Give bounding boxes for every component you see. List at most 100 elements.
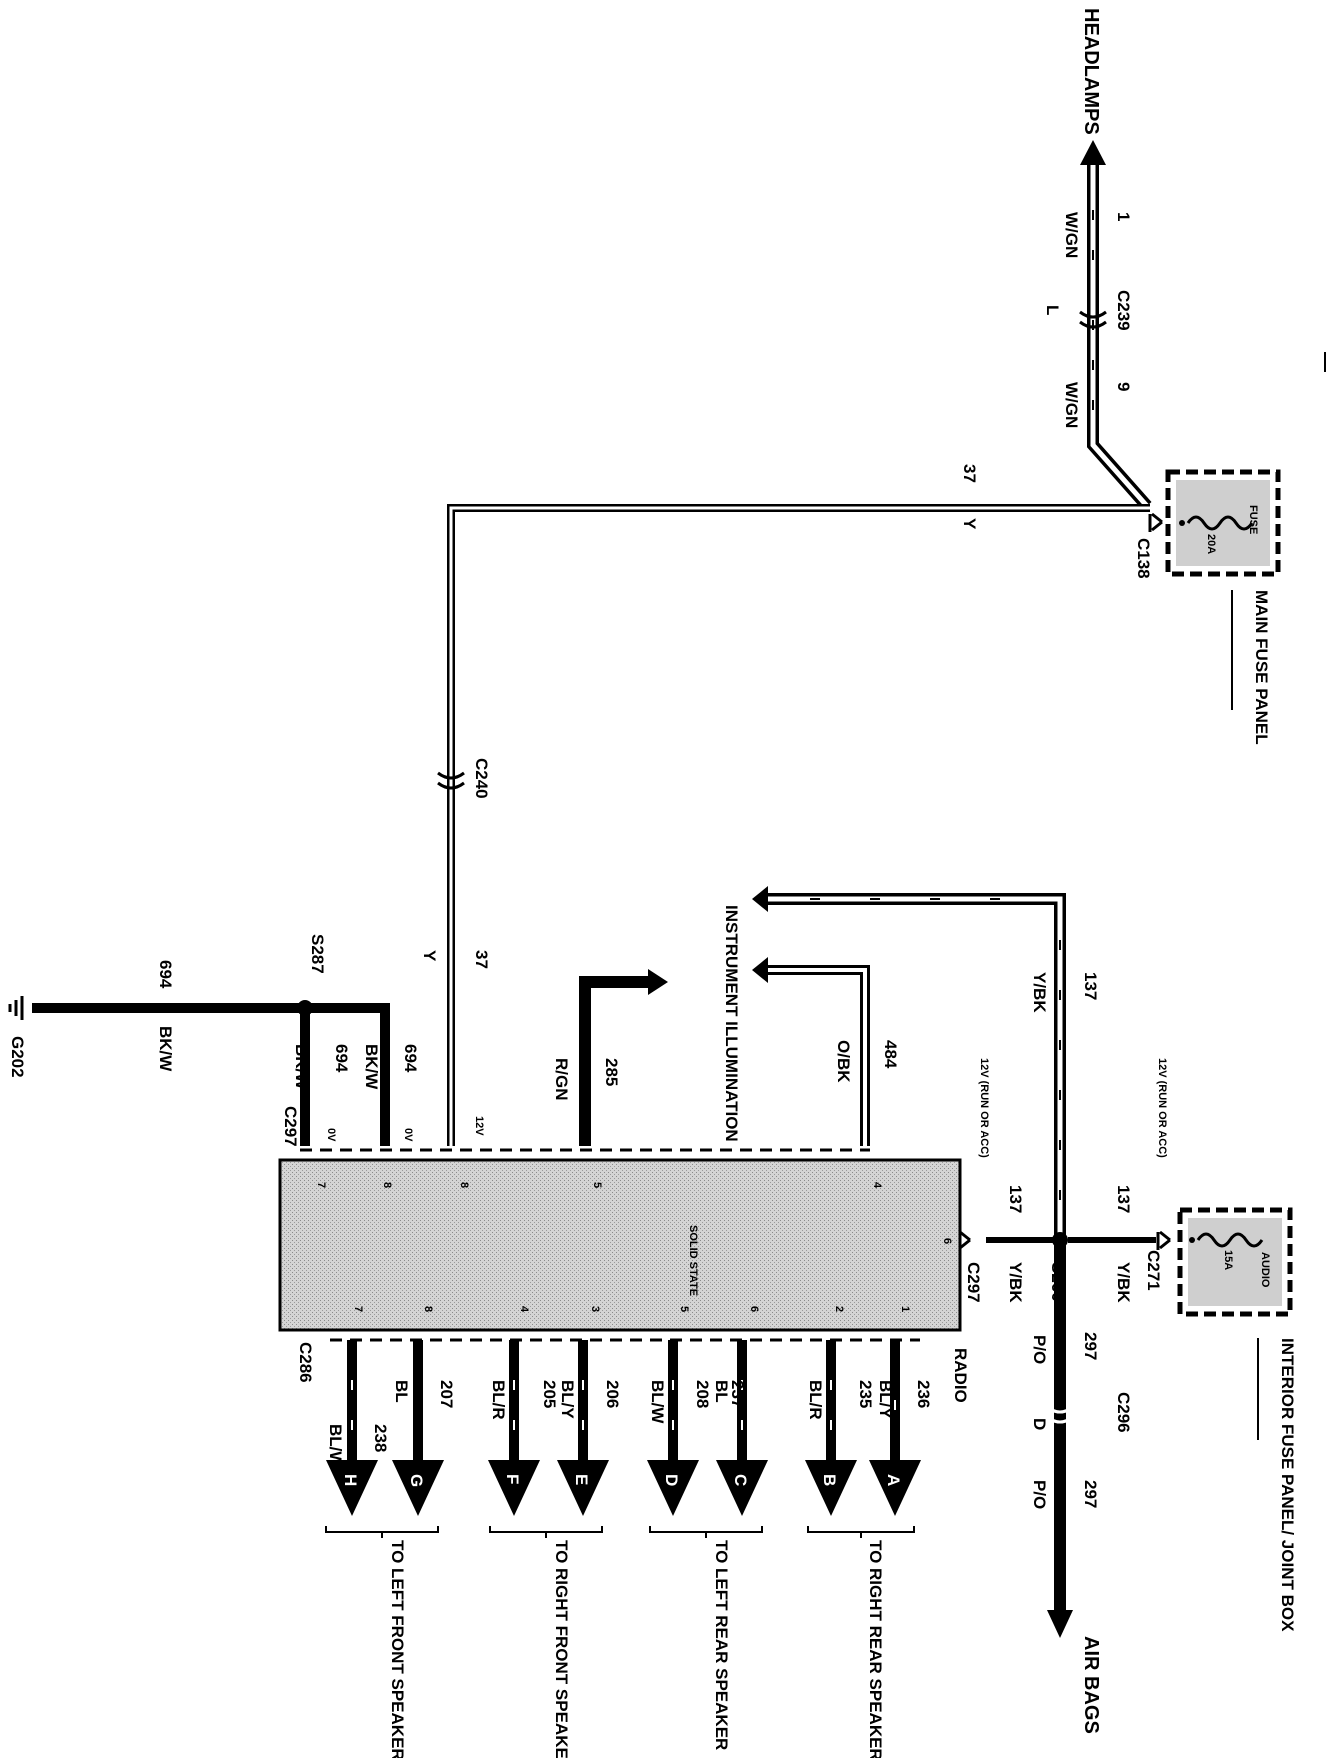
wire-37 (447, 504, 1150, 1146)
wire-blr-rr: BL/R (806, 1380, 825, 1420)
speaker-arrow-f (488, 1460, 540, 1516)
s287-splice (297, 1000, 313, 1016)
radio-pin-bottom-3: 6 (748, 1306, 760, 1312)
to-right-front-label: TO RIGHT FRONT SPEAKER (552, 1540, 571, 1758)
run-or-acc-left: 12V (RUN OR ACC) (978, 1058, 990, 1158)
c240-label: C240 (472, 758, 491, 799)
radio-pin-top-2: 5 (591, 1182, 603, 1188)
speaker-arrow-g (392, 1460, 444, 1516)
c297-label-right: C297 (964, 1262, 983, 1303)
wire-rgn-label: R/GN (552, 1058, 571, 1101)
c296-connector (1046, 1405, 1074, 1424)
headlamps-label: HEADLAMPS (1080, 8, 1102, 135)
radio-pin-top-5: 7 (315, 1182, 327, 1188)
arrow-letter-a: A (884, 1474, 903, 1486)
c239-connector (1079, 310, 1107, 329)
wire-obk-label: O/BK (834, 1040, 853, 1083)
c138-label: C138 (1134, 538, 1153, 579)
wire-206-label: 206 (603, 1380, 622, 1408)
wire-y-top: Y (960, 518, 979, 530)
headlamps-arrow (1080, 140, 1106, 165)
c271-label: C271 (1144, 1250, 1163, 1291)
run-or-acc-right: 12V (RUN OR ACC) (1156, 1058, 1168, 1158)
to-left-rear-label: TO LEFT REAR SPEAKER (712, 1540, 731, 1750)
wire-y-left: Y (420, 950, 439, 962)
air-bags-arrow (1047, 1610, 1073, 1638)
radio-right-connector (959, 1230, 971, 1250)
radio-pin-bottom-5: 3 (589, 1306, 601, 1312)
wire-137-left: 137 (1006, 1185, 1025, 1213)
wire-235-label: 235 (856, 1380, 875, 1408)
wire-bly-rf: BL/Y (558, 1380, 577, 1419)
wire-9-label: 9 (1114, 382, 1133, 391)
wire-bl-lr: BL (712, 1380, 731, 1403)
wire-297-lower: 297 (1081, 1480, 1100, 1508)
wire-bkw-a: BK/W (362, 1044, 381, 1090)
wire-137 (768, 893, 1066, 1240)
wire-bkw-main: BK/W (156, 1026, 175, 1072)
brace-left-rear (649, 1526, 763, 1538)
arrow-letter-c: C (731, 1474, 750, 1486)
wire-285-label: 285 (602, 1058, 621, 1086)
instrument-illumination-label: INSTRUMENT ILLUMINATION (722, 905, 741, 1142)
pin-12v: 12V (473, 1116, 485, 1136)
arrow-letter-f: F (503, 1474, 522, 1484)
wire-wgn-lower: W/GN (1062, 382, 1081, 428)
main-fuse-name: FUSE (1247, 505, 1259, 534)
wire-blw-lr: BL/W (648, 1380, 667, 1424)
s287-label: S287 (308, 934, 327, 974)
wire-236-label: 236 (914, 1380, 933, 1408)
c239-pin-l: L (1043, 305, 1062, 315)
wire-37-top: 37 (960, 464, 979, 483)
c297-pin-6: 6 (941, 1238, 953, 1244)
wire-694-ground (32, 1003, 390, 1146)
c240-connector (437, 771, 465, 790)
pin-0v-b: 0V (325, 1128, 337, 1142)
radio-label: RADIO (951, 1348, 970, 1403)
wire-694-b: 694 (332, 1044, 351, 1073)
wire-285 (579, 976, 648, 1146)
wire-207-label: 207 (437, 1380, 456, 1408)
radio-pin-bottom-7: 8 (422, 1306, 434, 1312)
c286-label: C286 (296, 1342, 315, 1383)
g202-label: G202 (8, 1036, 27, 1078)
wire-1-label: 1 (1114, 212, 1133, 221)
instrument-arrow-upper (752, 886, 768, 912)
wire-bl-lf: BL (392, 1380, 411, 1403)
radio-pin-bottom-8: 7 (352, 1306, 364, 1312)
brace-right-front (489, 1526, 603, 1538)
main-fuse-panel-label: MAIN FUSE PANEL (1252, 590, 1271, 745)
pin-0v-a: 0V (402, 1128, 414, 1142)
c296-pin-d: D (1030, 1418, 1049, 1430)
wire-ybk-upper: Y/BK (1030, 972, 1049, 1013)
wire-208-label: 208 (693, 1380, 712, 1408)
speaker-wires (347, 1340, 900, 1460)
wire-blw-lf: BL/W (326, 1424, 345, 1468)
wire-285-arrow (648, 969, 668, 995)
wire-bly-rr: BL/Y (876, 1380, 895, 1419)
radio-body (278, 1158, 962, 1332)
interior-fuse-panel: 15A AUDIO (1177, 1207, 1293, 1317)
c296-label: C296 (1114, 1392, 1133, 1433)
int-fuse-rating: 15A (1222, 1250, 1234, 1270)
wire-ybk-right: Y/BK (1114, 1262, 1133, 1303)
c239-label: C239 (1114, 290, 1133, 331)
speaker-arrow-h (326, 1460, 378, 1516)
wire-ybk-left: Y/BK (1006, 1262, 1025, 1303)
c271-connector (1156, 1230, 1171, 1250)
to-left-front-label: TO LEFT FRONT SPEAKER (388, 1540, 407, 1758)
speaker-arrow-e (557, 1460, 609, 1516)
brace-left-front (325, 1526, 439, 1538)
air-bags-label: AIR BAGS (1080, 1636, 1102, 1734)
radio-pin-top-3: 4 (871, 1182, 883, 1189)
wire-205-label: 205 (540, 1380, 559, 1408)
arrow-letter-g: G (407, 1474, 426, 1487)
wire-694-a: 694 (401, 1044, 420, 1073)
wire-237-label: 237 (728, 1380, 747, 1408)
arrow-letter-e: E (572, 1474, 591, 1485)
radio-pin-bottom-6: 4 (518, 1306, 530, 1313)
main-fuse-panel: 20A FUSE (1165, 469, 1281, 577)
main-fuse-rating: 20A (1205, 534, 1217, 554)
speaker-arrow-a (869, 1460, 921, 1516)
